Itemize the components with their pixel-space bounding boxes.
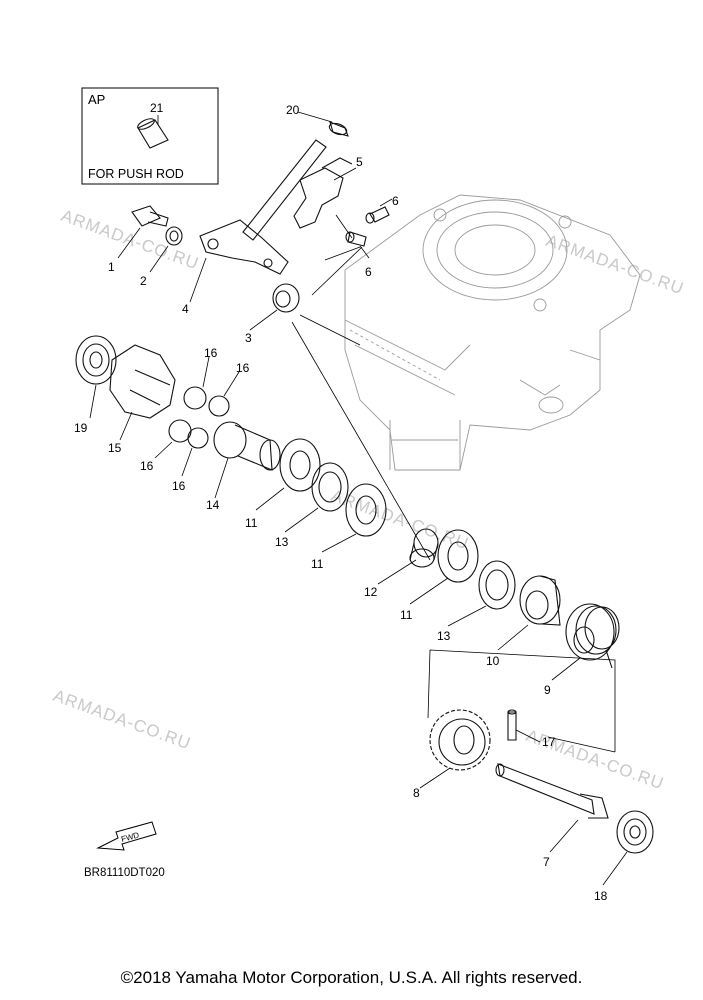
fwd-arrow: FWD [96,821,157,851]
spring-9 [565,603,620,669]
copyright-notice: ©2018 Yamaha Motor Corporation, U.S.A. A… [120,968,583,987]
bolt-1 [131,205,169,227]
callout-10: 10 [486,654,500,668]
callout-11-c: 11 [400,608,413,622]
diagram-code: BR81110DT020 [84,867,165,879]
bearing-3 [272,283,300,313]
callout-4: 4 [182,302,189,316]
callout-6-lower: 6 [365,265,372,279]
needle-bearing-13-b [478,560,516,610]
callout-15: 15 [108,441,122,455]
inset-note: FOR PUSH ROD [88,167,184,181]
callout-13-a: 13 [275,535,289,549]
callout-11-a: 11 [245,516,258,530]
inset-part-number: 21 [150,101,164,115]
inset-title: AP [88,92,105,107]
washer-2 [165,226,183,246]
callout-16-a: 16 [204,346,218,360]
cylinder-outline [344,194,641,471]
callout-6-upper: 6 [392,194,399,208]
gear-8 [429,709,491,771]
watermark-1: ARMADA-CO.RU [59,206,202,274]
callouts: 1 2 4 3 5 6 6 20 19 15 16 16 16 16 14 11… [74,103,608,903]
ball-retainer-15 [109,344,176,419]
washer-11-c [437,529,479,583]
shaft-7 [495,763,609,819]
collar-10 [519,575,561,626]
watermark-2: ARMADA-CO.RU [544,231,687,299]
ap-inset: AP 21 FOR PUSH ROD [81,87,219,185]
bearing-19 [75,335,117,385]
callout-16-c: 16 [140,459,154,473]
group-bracket [291,214,616,753]
callout-20: 20 [286,103,300,117]
callout-3: 3 [245,331,252,345]
callout-12: 12 [364,585,378,599]
callout-13-b: 13 [437,629,451,643]
bolt-6-lower [345,231,367,247]
callout-16-b: 16 [236,361,250,375]
watermark-4: ARMADA-CO.RU [51,686,194,754]
callout-2: 2 [140,274,147,288]
callout-18: 18 [594,889,608,903]
balls-16 [168,386,230,449]
needle-bearing-13-a [311,462,349,512]
washer-11-b [345,483,387,537]
callout-8: 8 [413,786,420,800]
callout-16-d: 16 [172,479,186,493]
watermarks: ARMADA-CO.RU ARMADA-CO.RU ARMADA-CO.RU A… [51,206,687,794]
callout-7: 7 [543,855,550,869]
bolt-6-upper [365,206,390,224]
shift-shaft-assembly [199,121,390,275]
callout-14: 14 [206,498,220,512]
collar-14 [213,421,281,471]
pin-17 [507,709,517,741]
callout-11-b: 11 [311,557,324,571]
leader-lines [89,111,628,886]
push-rod-pin [137,118,169,149]
watermark-3: ARMADA-CO.RU [329,486,472,554]
collar-12 [409,528,439,568]
callout-1: 1 [108,260,115,274]
washer-11-a [279,438,321,492]
bearing-18 [616,810,654,854]
callout-9: 9 [544,683,551,697]
callout-17: 17 [542,735,556,749]
callout-19: 19 [74,421,88,435]
callout-5: 5 [356,155,363,169]
